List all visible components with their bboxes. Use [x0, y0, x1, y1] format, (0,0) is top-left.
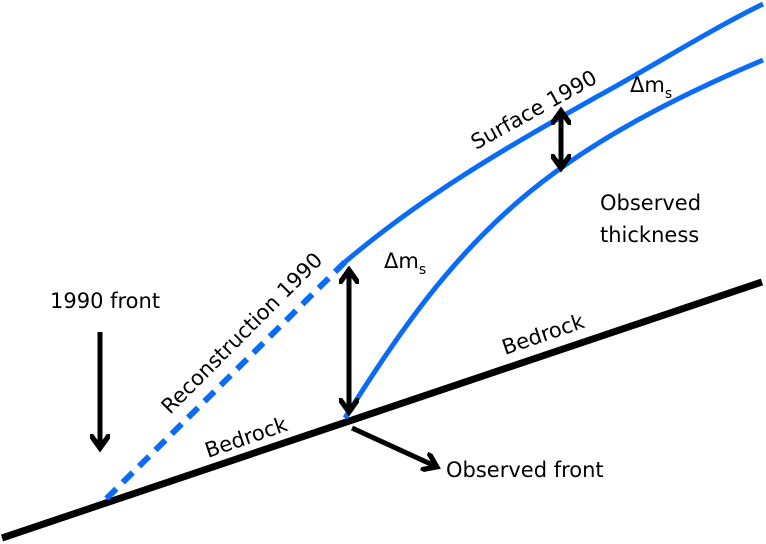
- observed-thickness-label-line2: thickness: [600, 223, 699, 247]
- delta-ms-upper-subscript: s: [665, 86, 672, 102]
- observed-surface-line: [342, 57, 764, 420]
- observed-front-arrow: [350, 425, 435, 466]
- observed-front-label: Observed front: [446, 458, 604, 482]
- surface-1990-line: [343, 1, 765, 264]
- delta-ms-main-label: Δms: [384, 249, 426, 278]
- delta-ms-main-subscript: s: [419, 262, 426, 278]
- surface-1990-label: Surface 1990: [467, 65, 601, 154]
- reconstruction-1990-label: Reconstruction 1990: [157, 248, 328, 419]
- delta-ms-upper-text: Δm: [630, 73, 665, 97]
- observed-thickness-label-line1: Observed: [600, 191, 701, 215]
- bedrock-line: [0, 278, 764, 542]
- reconstruction-1990-line: [97, 259, 348, 508]
- front-1990-label: 1990 front: [50, 289, 160, 313]
- delta-ms-main-text: Δm: [384, 249, 419, 273]
- delta-ms-upper-label: Δms: [630, 73, 672, 102]
